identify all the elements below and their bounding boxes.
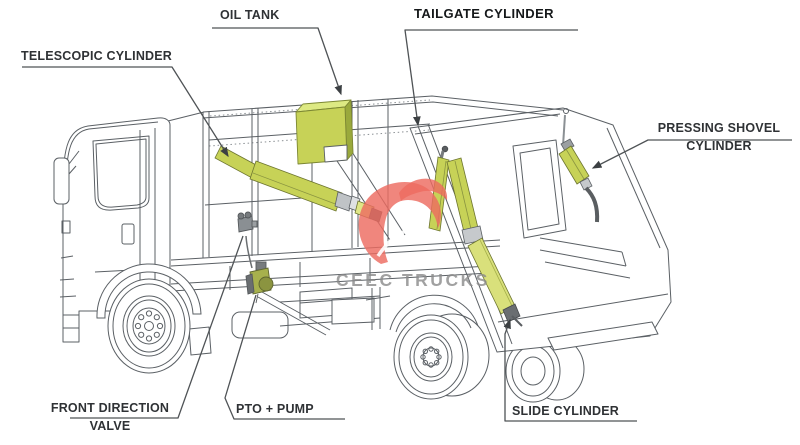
leader-tailgate-cylinder xyxy=(404,29,578,127)
label-pressing-shovel-line1: PRESSING SHOVEL xyxy=(657,121,781,135)
leader-pto-pump xyxy=(224,294,345,420)
brand-text: CEEC TRUCKS xyxy=(336,270,490,290)
rear-axle-2 xyxy=(505,337,585,403)
label-oil-tank: OIL TANK xyxy=(220,8,280,22)
leader-front-direction-valve xyxy=(70,235,244,419)
slide-cylinder-shape xyxy=(446,157,523,327)
label-pressing-shovel-line2: CYLINDER xyxy=(686,139,752,153)
rear-fender-outer xyxy=(389,294,479,331)
label-slide-cylinder: SLIDE CYLINDER xyxy=(512,404,619,418)
leader-oil-tank xyxy=(212,27,342,96)
brand-logo-swoosh xyxy=(399,178,448,201)
cab-window xyxy=(92,135,150,211)
label-tailgate-cylinder: TAILGATE CYLINDER xyxy=(414,6,554,21)
leader-telescopic-cylinder xyxy=(22,66,229,158)
label-front-direction-line1: FRONT DIRECTION xyxy=(50,401,170,415)
leader-lines xyxy=(22,27,792,422)
pressing-shovel-cylinder-shape xyxy=(558,114,600,223)
front-fender xyxy=(96,263,202,319)
watermark: CEEC TRUCKS xyxy=(336,178,490,290)
label-front-direction-valve: FRONT DIRECTION VALVE xyxy=(42,401,178,433)
leader-slide-cylinder xyxy=(503,318,637,422)
rear-axle-1 xyxy=(389,294,490,400)
door-seams xyxy=(139,128,156,308)
brand-logo-leaf xyxy=(358,182,441,264)
chassis xyxy=(170,239,501,356)
label-pressing-shovel-cylinder: PRESSING SHOVEL CYLINDER xyxy=(640,121,798,153)
leader-pressing-shovel-cylinder xyxy=(591,139,792,169)
front-wheel xyxy=(96,263,202,374)
body-frame xyxy=(147,95,564,258)
door-vent xyxy=(121,223,135,245)
label-front-direction-line2: VALVE xyxy=(89,419,131,433)
front-direction-valve-shape xyxy=(237,211,258,269)
mirror xyxy=(53,157,70,205)
label-pto-pump: PTO + PUMP xyxy=(236,402,314,416)
marker-light xyxy=(61,220,71,234)
oil-tank-shape xyxy=(295,99,354,165)
mirror-arm xyxy=(68,150,80,175)
rear-fender-inner xyxy=(395,303,472,333)
bumper-creases xyxy=(59,255,77,298)
label-telescopic-cylinder: TELESCOPIC CYLINDER xyxy=(21,49,173,63)
mud-flap xyxy=(188,326,212,356)
pto-pump-shape xyxy=(245,261,274,304)
